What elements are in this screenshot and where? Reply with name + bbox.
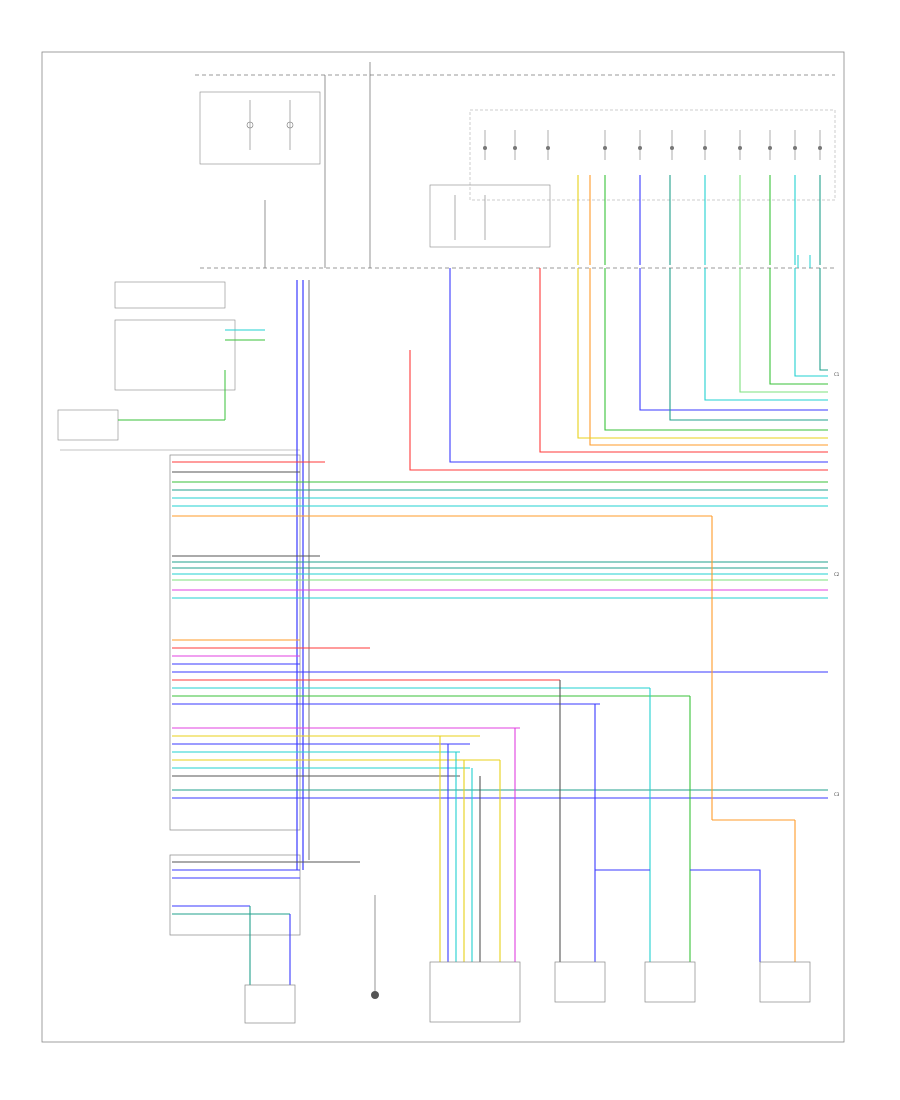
fuse-taps bbox=[483, 130, 822, 160]
power-feed-wire bbox=[539, 268, 828, 453]
fuse-tap-node bbox=[638, 146, 642, 150]
fuse-tap-node bbox=[738, 146, 742, 150]
connector-label: C3 bbox=[834, 792, 840, 797]
fuse-tap-node bbox=[483, 146, 487, 150]
bottom-component-5 bbox=[644, 961, 696, 1003]
connector-label: C2 bbox=[834, 572, 840, 577]
wire-harness bbox=[118, 175, 828, 985]
bottom-component-4 bbox=[554, 961, 606, 1003]
right-harness-wire bbox=[639, 268, 828, 411]
bottom-component-3 bbox=[429, 961, 521, 1023]
fuse-tap-node bbox=[513, 146, 517, 150]
fuse-tap-node bbox=[670, 146, 674, 150]
right-harness-wire bbox=[604, 268, 828, 431]
right-harness-wire bbox=[739, 268, 828, 393]
fuse-tap-node bbox=[703, 146, 707, 150]
right-harness-wire bbox=[577, 268, 828, 439]
bottom-component-1 bbox=[244, 984, 296, 1024]
right-harness-wire bbox=[589, 268, 828, 446]
power-feed-wire bbox=[409, 350, 828, 471]
bottom-component-6 bbox=[759, 961, 811, 1003]
right-harness-wire bbox=[669, 268, 828, 421]
wire-drops bbox=[439, 516, 796, 962]
right-harness-wire bbox=[704, 268, 828, 401]
signal-wire bbox=[449, 268, 828, 463]
relay-box bbox=[199, 91, 321, 165]
fuse-tap-node bbox=[546, 146, 550, 150]
connector-label: C1 bbox=[834, 372, 840, 377]
fuse-tap-node bbox=[603, 146, 607, 150]
bottom-component-2 bbox=[371, 895, 379, 999]
engine-control-module bbox=[169, 454, 301, 831]
right-harness-wire bbox=[819, 268, 828, 371]
drop-wire bbox=[690, 869, 761, 962]
fuse-tap-node bbox=[768, 146, 772, 150]
left-sensor bbox=[57, 409, 119, 441]
fuse-tap-node bbox=[818, 146, 822, 150]
fuse-tap-node bbox=[793, 146, 797, 150]
diagram-border bbox=[41, 51, 845, 1043]
right-harness-wire bbox=[794, 268, 828, 377]
lower-control-module bbox=[169, 854, 301, 936]
right-harness-wire bbox=[769, 268, 828, 385]
left-module-2 bbox=[114, 319, 236, 391]
center-relay bbox=[429, 184, 551, 248]
left-module-1 bbox=[114, 281, 226, 309]
fuse-block-right bbox=[469, 109, 836, 201]
